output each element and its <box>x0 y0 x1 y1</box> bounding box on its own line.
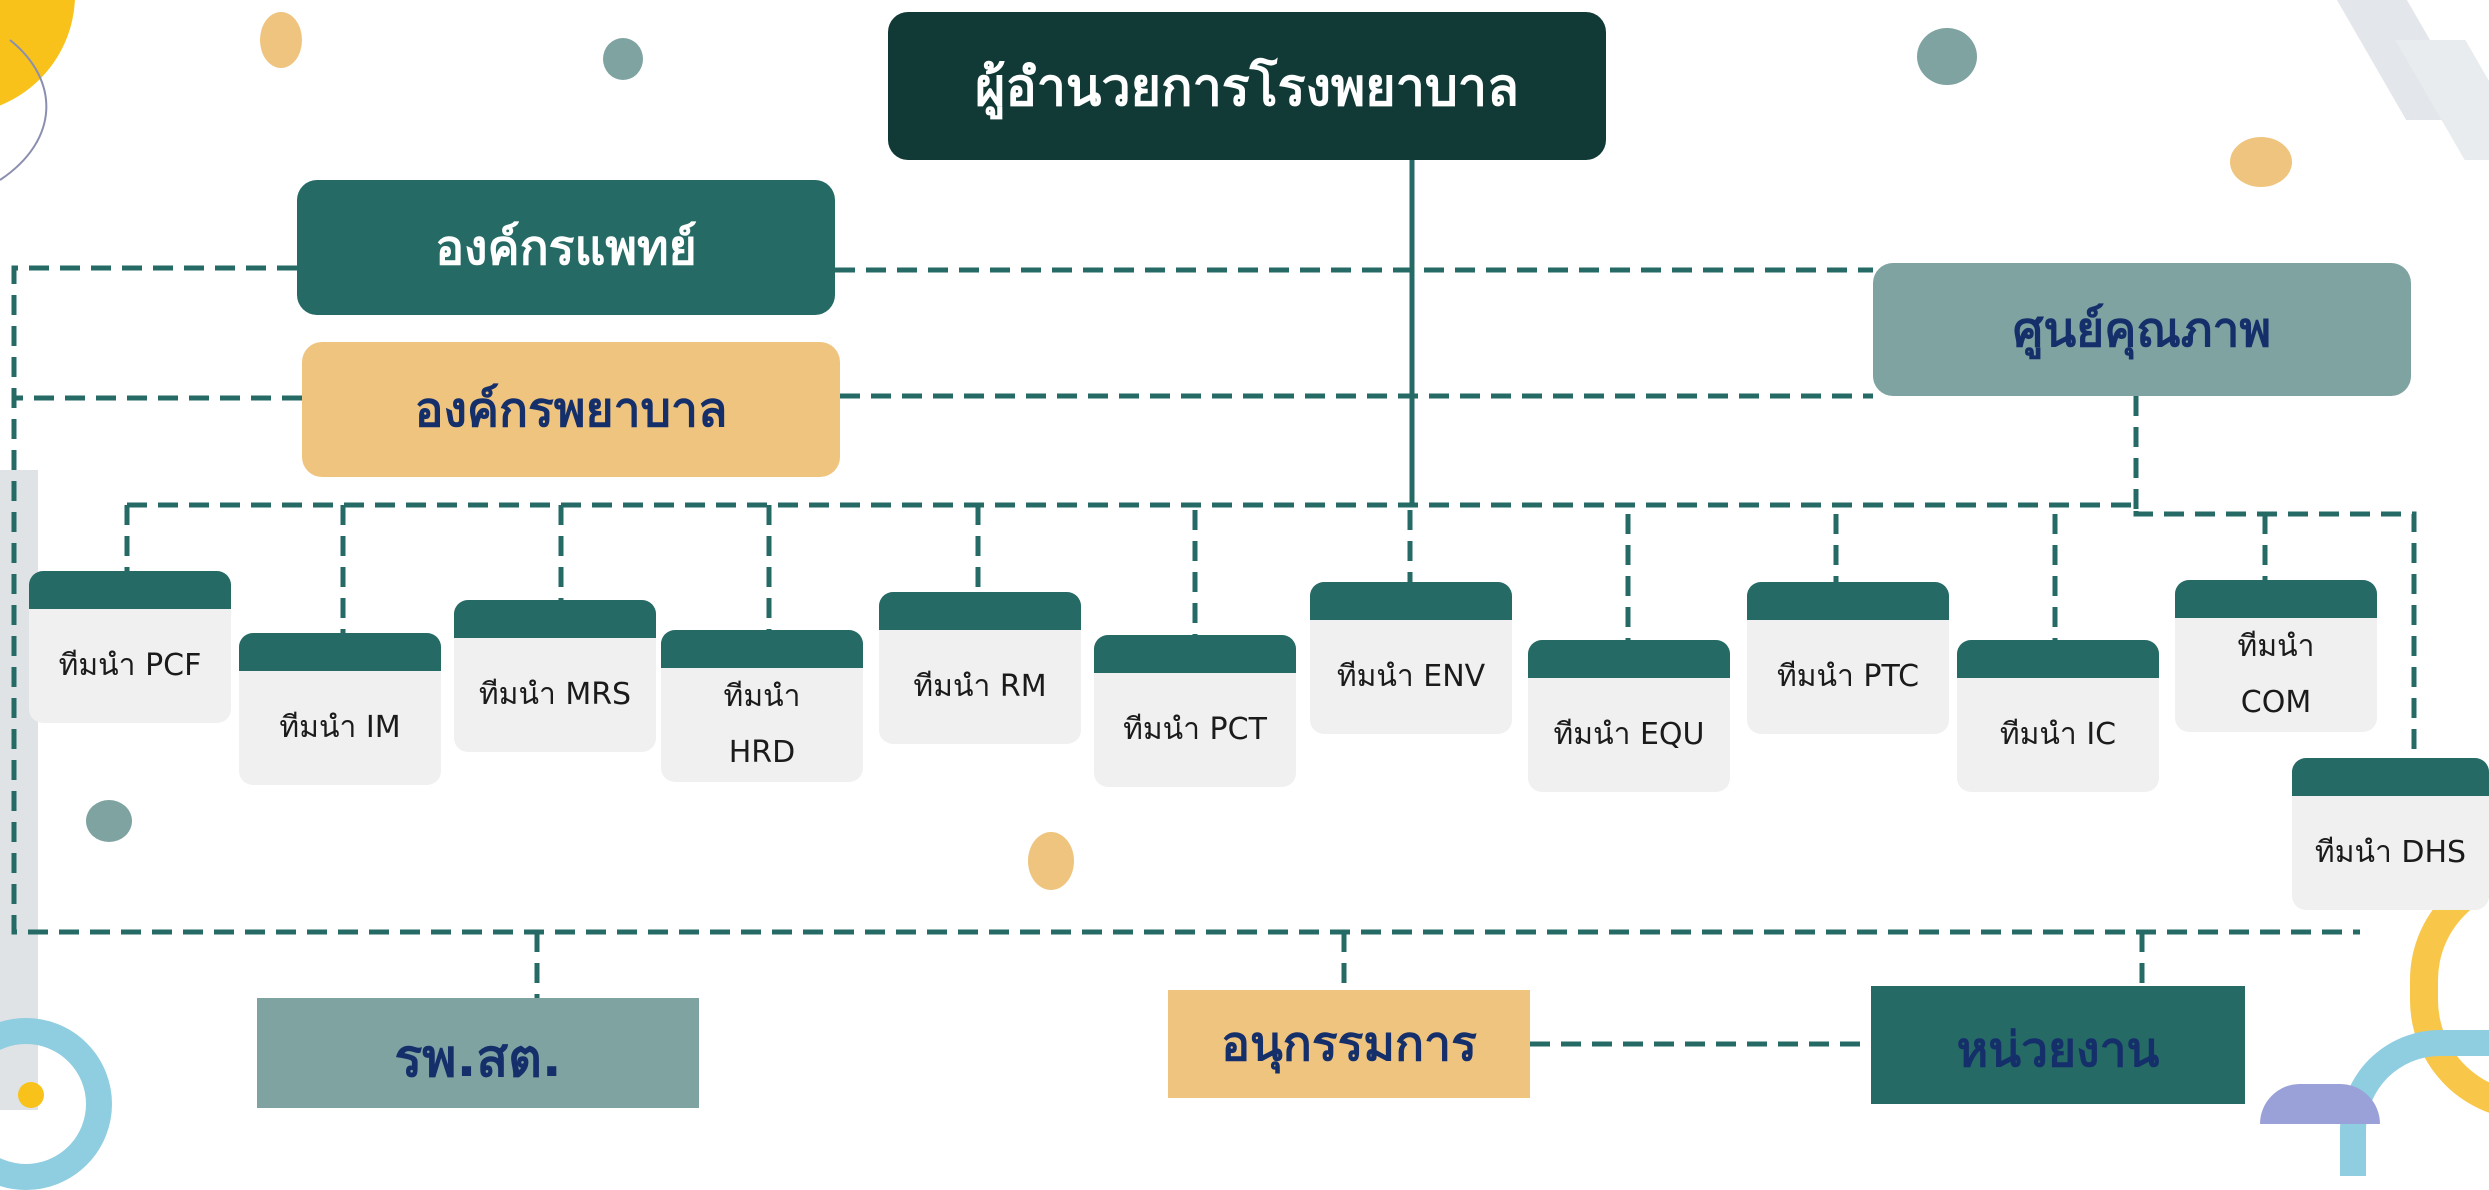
team-card-header <box>1747 582 1949 620</box>
team-card-header <box>1528 640 1730 678</box>
team-card-label: ทีมนำ HRD <box>723 679 801 770</box>
team-card-label: ทีมนำ MRS <box>478 677 632 712</box>
team-card-header <box>1094 635 1296 673</box>
team-card-label: ทีมนำ PCF <box>58 648 202 683</box>
peach-dot <box>260 12 302 68</box>
team-card-equ: ทีมนำ EQU <box>1528 640 1730 792</box>
team-card-pct: ทีมนำ PCT <box>1094 635 1296 787</box>
team-card-label: ทีมนำ PTC <box>1776 659 1920 694</box>
subdistrict-health-hospital-box: รพ.สต. <box>257 998 699 1108</box>
team-card-label: ทีมนำ DHS <box>2314 835 2467 870</box>
team-card-header <box>454 600 656 638</box>
team-card-pcf: ทีมนำ PCF <box>29 571 231 723</box>
team-card-ic: ทีมนำ IC <box>1957 640 2159 792</box>
peach-dot <box>2230 137 2292 187</box>
team-card-header <box>1310 582 1512 620</box>
team-card-mrs: ทีมนำ MRS <box>454 600 656 752</box>
subcommittee-box: อนุกรรมการ <box>1168 990 1530 1098</box>
team-card-label: ทีมนำ IC <box>1999 717 2117 752</box>
team-card-header <box>29 571 231 609</box>
team-card-label: ทีมนำ PCT <box>1123 712 1267 747</box>
department-unit-box: หน่วยงาน <box>1871 986 2245 1104</box>
team-card-env: ทีมนำ ENV <box>1310 582 1512 734</box>
team-card-dhs: ทีมนำ DHS <box>2292 758 2489 910</box>
team-card-label: ทีมนำ EQU <box>1553 717 1705 752</box>
sage-dot <box>1917 28 1977 85</box>
team-card-header <box>2292 758 2489 796</box>
team-card-com: ทีมนำ COM <box>2175 580 2377 732</box>
connector-lines <box>11 160 2417 1047</box>
team-card-header <box>879 592 1081 630</box>
corner-curl-line <box>0 39 48 181</box>
team-card-im: ทีมนำ IM <box>239 633 441 785</box>
team-card-label: ทีมนำ COM <box>2237 629 2315 720</box>
quality-center-box: ศูนย์คุณภาพ <box>1873 263 2411 396</box>
team-card-hrd: ทีมนำ HRD <box>661 630 863 782</box>
nursing-organization-box: องค์กรพยาบาล <box>302 342 840 477</box>
team-card-header <box>2175 580 2377 618</box>
team-card-label: ทีมนำ ENV <box>1336 659 1486 694</box>
sage-dot <box>603 38 643 80</box>
team-card-rm: ทีมนำ RM <box>879 592 1081 744</box>
team-card-header <box>239 633 441 671</box>
team-card-ptc: ทีมนำ PTC <box>1747 582 1949 734</box>
team-card-label: ทีมนำ IM <box>279 710 401 745</box>
medical-organization-box: องค์กรแพทย์ <box>297 180 835 315</box>
team-card-header <box>1957 640 2159 678</box>
sage-dot <box>86 800 132 842</box>
team-card-header <box>661 630 863 668</box>
hospital-director-box: ผู้อำนวยการโรงพยาบาล <box>888 12 1606 160</box>
team-card-label: ทีมนำ RM <box>913 669 1047 704</box>
peach-dot <box>1028 832 1074 890</box>
